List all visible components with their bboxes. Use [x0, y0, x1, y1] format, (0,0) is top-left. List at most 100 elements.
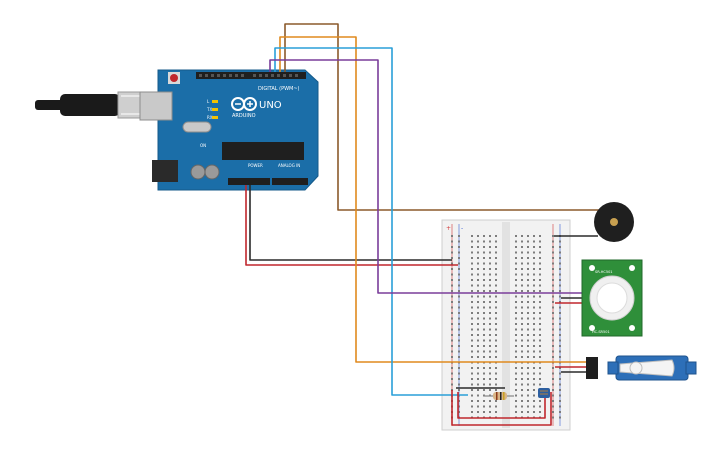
breadboard-hole — [495, 240, 497, 243]
arduino-uno[interactable]: DIGITAL (PWM~) L TX RX UNO ARDUINO ON PO… — [139, 69, 319, 191]
breadboard-hole — [552, 356, 554, 358]
power-header — [228, 178, 270, 185]
breadboard-hole — [471, 372, 473, 375]
breadboard-hole — [552, 334, 554, 336]
resistor[interactable] — [484, 392, 514, 400]
breadboard-hole — [458, 405, 460, 408]
breadboard-hole — [559, 416, 561, 419]
breadboard-hole — [539, 345, 541, 347]
breadboard-hole — [477, 317, 479, 320]
breadboard-hole — [458, 378, 460, 380]
breadboard-hole — [527, 339, 529, 342]
breadboard-hole — [483, 328, 485, 331]
breadboard-hole — [515, 372, 517, 375]
breadboard-hole — [458, 257, 460, 259]
breadboard-hole — [515, 350, 517, 353]
breadboard-hole — [552, 268, 554, 270]
breadboard-hole — [495, 284, 497, 287]
breadboard-hole — [527, 356, 529, 358]
breadboard-hole — [527, 251, 529, 254]
breadboard-hole — [521, 383, 523, 386]
breadboard-hole — [495, 251, 497, 254]
servo-motor[interactable] — [586, 355, 697, 381]
breadboard-hole — [552, 323, 554, 325]
breadboard-hole — [533, 273, 535, 276]
breadboard-hole — [477, 367, 479, 369]
breadboard-hole — [559, 339, 561, 342]
breadboard-hole — [533, 389, 535, 391]
brand-label: ARDUINO — [232, 113, 256, 119]
breadboard-hole — [533, 262, 535, 265]
breadboard-hole — [471, 383, 473, 386]
pir-sensor[interactable]: SR-HC501 HC-SR501 — [581, 259, 643, 337]
rail-minus-label: - — [461, 225, 463, 232]
breadboard-hole — [489, 295, 491, 298]
breadboard-hole — [552, 279, 554, 281]
breadboard-hole — [521, 240, 523, 243]
wire-ldr — [274, 47, 468, 396]
breadboard-hole — [483, 295, 485, 298]
led-label-tx: TX — [206, 107, 212, 112]
breadboard-hole — [483, 405, 485, 408]
breadboard-hole — [471, 356, 473, 358]
breadboard-hole — [521, 273, 523, 276]
breadboard-hole — [451, 334, 453, 336]
breadboard-hole — [489, 257, 491, 259]
breadboard-hole — [477, 301, 479, 303]
breadboard-hole — [533, 339, 535, 342]
photoresistor[interactable] — [538, 388, 550, 398]
breadboard-hole — [471, 328, 473, 331]
breadboard-hole — [552, 405, 554, 408]
breadboard-hole — [539, 317, 541, 320]
wire-gnd — [249, 185, 452, 261]
breadboard-hole — [477, 279, 479, 281]
breadboard-hole — [483, 240, 485, 243]
power-label: POWER — [248, 163, 263, 168]
breadboard-hole — [483, 339, 485, 342]
breadboard-hole — [559, 251, 561, 254]
breadboard-hole — [489, 378, 491, 380]
breadboard-hole — [552, 416, 554, 419]
breadboard-hole — [527, 295, 529, 298]
breadboard-hole — [521, 295, 523, 298]
breadboard-hole — [458, 284, 460, 287]
breadboard-hole — [477, 262, 479, 265]
breadboard-hole — [539, 411, 541, 413]
breadboard-hole — [495, 246, 497, 248]
breadboard-hole — [451, 273, 453, 276]
breadboard-hole — [458, 235, 460, 237]
breadboard-hole — [515, 389, 517, 391]
breadboard-hole — [477, 328, 479, 331]
breadboard-hole — [515, 262, 517, 265]
breadboard-hole — [527, 323, 529, 325]
breadboard-hole — [489, 323, 491, 325]
piezo-buzzer[interactable] — [594, 202, 634, 242]
breadboard-hole — [495, 334, 497, 336]
breadboard-hole — [458, 295, 460, 298]
breadboard-hole — [471, 350, 473, 353]
breadboard-hole — [521, 323, 523, 325]
breadboard-hole — [477, 295, 479, 298]
breadboard-hole — [489, 262, 491, 265]
breadboard-hole — [489, 251, 491, 254]
breadboard-hole — [451, 312, 453, 314]
breadboard-hole — [495, 367, 497, 369]
breadboard-hole — [552, 240, 554, 243]
model-label: UNO — [259, 100, 282, 111]
breadboard-hole — [495, 405, 497, 408]
breadboard-hole — [458, 367, 460, 369]
breadboard-hole — [477, 290, 479, 292]
breadboard-hole — [483, 290, 485, 292]
breadboard-hole — [539, 312, 541, 314]
breadboard-hole — [559, 328, 561, 331]
breadboard-hole — [515, 312, 517, 314]
breadboard-hole — [489, 273, 491, 276]
breadboard-hole — [477, 405, 479, 408]
breadboard-hole — [521, 279, 523, 281]
breadboard-hole — [458, 279, 460, 281]
breadboard-hole — [458, 356, 460, 358]
breadboard-hole — [539, 367, 541, 369]
breadboard-hole — [539, 372, 541, 375]
wire-bottom-red — [451, 390, 552, 426]
breadboard-hole — [495, 389, 497, 391]
